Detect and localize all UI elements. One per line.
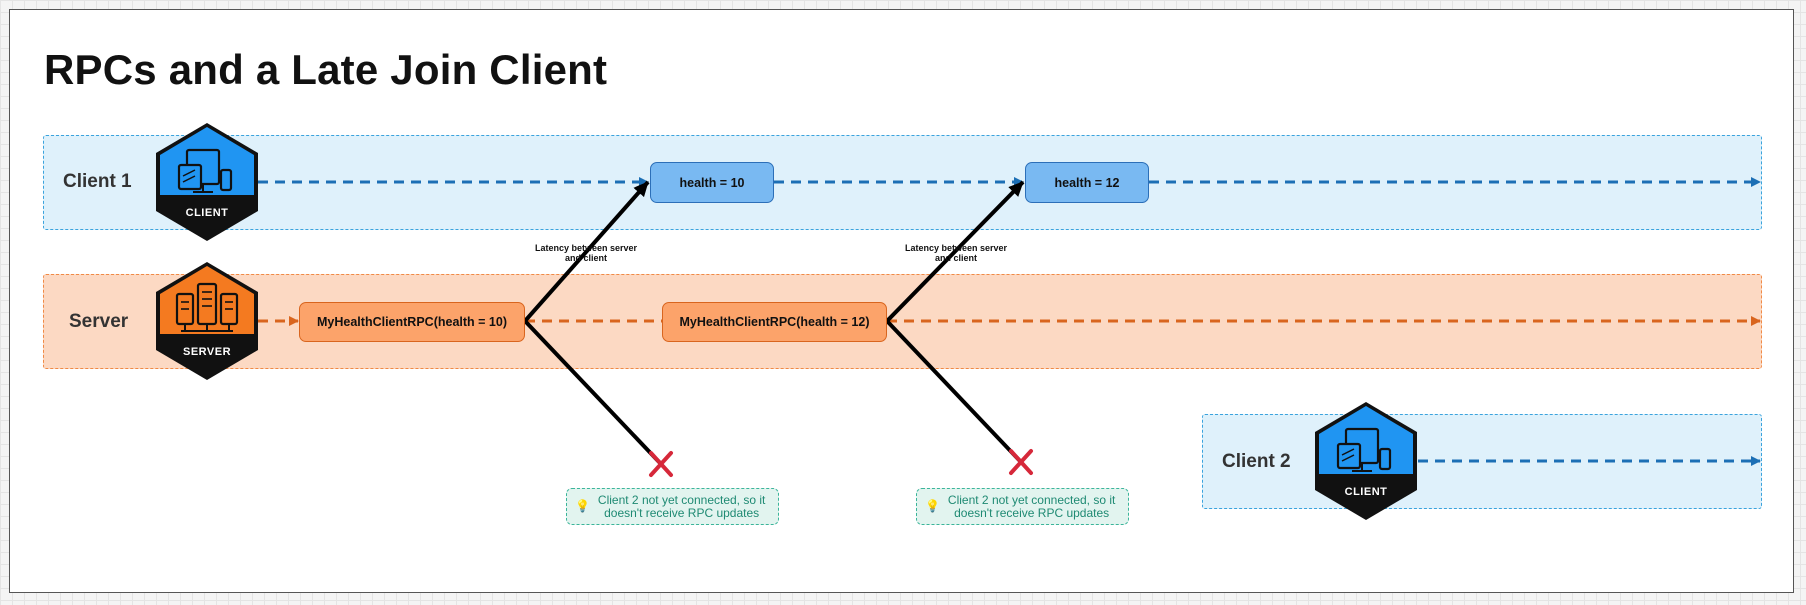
blocked-line <box>885 319 1022 463</box>
rpc-box[interactable]: MyHealthClientRPC(health = 12) <box>662 302 887 342</box>
rpc-box[interactable]: MyHealthClientRPC(health = 10) <box>299 302 525 342</box>
client2-note: 💡 Client 2 not yet connected, so it does… <box>916 488 1129 525</box>
svg-text:CLIENT: CLIENT <box>1345 486 1388 498</box>
svg-text:SERVER: SERVER <box>183 346 231 358</box>
latency-label: Latency between server and client <box>534 243 638 263</box>
client2-note: 💡 Client 2 not yet connected, so it does… <box>566 488 779 525</box>
latency-arrow <box>523 180 650 323</box>
note-text: Client 2 not yet connected, so it doesn'… <box>597 492 766 520</box>
note-text: Client 2 not yet connected, so it doesn'… <box>947 492 1116 520</box>
svg-text:CLIENT: CLIENT <box>186 207 229 219</box>
client-devices-icon: CLIENT <box>1315 402 1417 520</box>
latency-arrow <box>885 180 1025 323</box>
x-mark-icon <box>1009 449 1033 475</box>
lightbulb-icon: 💡 <box>575 499 594 513</box>
blocked-line <box>523 319 662 465</box>
health-box[interactable]: health = 12 <box>1025 162 1149 203</box>
x-mark-icon <box>649 451 673 477</box>
client1-label: Client 1 <box>63 171 132 192</box>
server-label: Server <box>69 311 129 332</box>
page-title: RPCs and a Late Join Client <box>44 46 608 93</box>
client2-label: Client 2 <box>1222 451 1291 472</box>
health-box[interactable]: health = 10 <box>650 162 774 203</box>
client-devices-icon: CLIENT <box>156 123 258 241</box>
latency-label: Latency between server and client <box>904 243 1008 263</box>
lightbulb-icon: 💡 <box>925 499 944 513</box>
server-rack-icon: SERVER <box>156 262 258 380</box>
client2-lane <box>1202 414 1762 509</box>
